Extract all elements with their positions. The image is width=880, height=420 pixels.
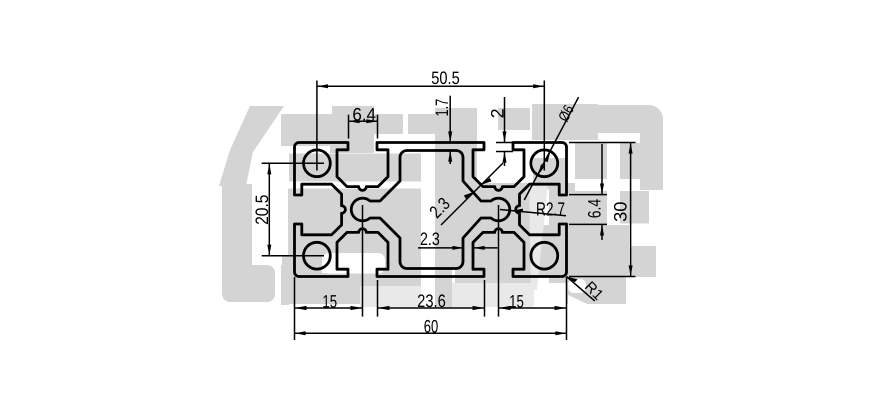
svg-text:6.4: 6.4 [585,199,605,218]
svg-text:1.7: 1.7 [432,99,452,117]
svg-text:2: 2 [488,108,508,118]
svg-text:2.3: 2.3 [420,229,440,249]
svg-text:60: 60 [424,317,439,337]
svg-text:15: 15 [509,291,524,311]
svg-text:20.5: 20.5 [252,195,272,225]
svg-text:R2.7: R2.7 [536,200,565,221]
svg-text:15: 15 [322,291,337,311]
svg-text:Ø6: Ø6 [555,102,578,124]
svg-text:30: 30 [610,201,630,221]
svg-text:50.5: 50.5 [431,68,459,88]
svg-text:6.4: 6.4 [352,105,376,125]
svg-text:23.6: 23.6 [417,291,446,311]
